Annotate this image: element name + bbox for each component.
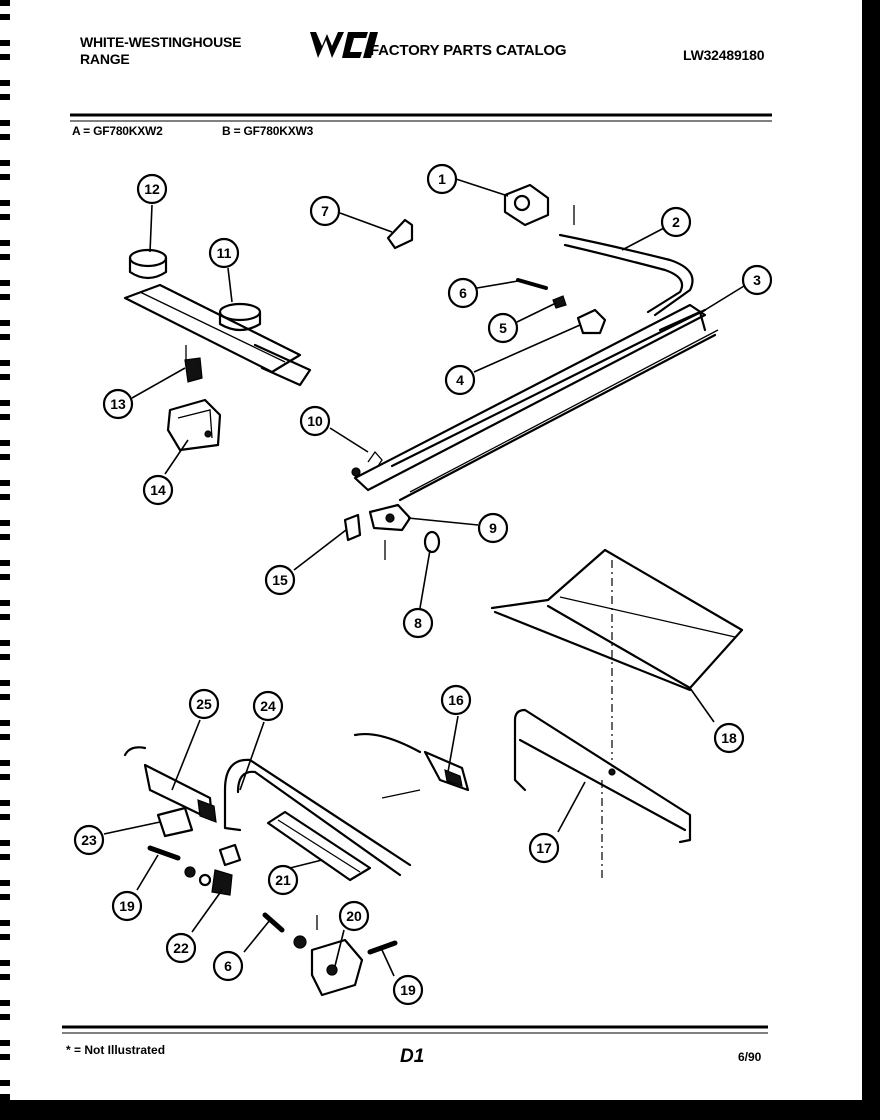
callout-15[interactable]: 15 bbox=[264, 564, 296, 596]
callout-19-label: 19 bbox=[119, 898, 135, 914]
callout-8[interactable]: 8 bbox=[402, 607, 434, 639]
callout-6[interactable]: 6 bbox=[447, 277, 479, 309]
callout-22-label: 22 bbox=[173, 940, 189, 956]
callout-6-label: 6 bbox=[459, 285, 467, 301]
callout-3-label: 3 bbox=[753, 272, 761, 288]
callout-23-label: 23 bbox=[81, 832, 97, 848]
callout-4-label: 4 bbox=[456, 372, 464, 388]
callout-14[interactable]: 14 bbox=[142, 474, 174, 506]
callout-12[interactable]: 12 bbox=[136, 173, 168, 205]
wci-logo bbox=[310, 32, 378, 58]
callout-10[interactable]: 10 bbox=[299, 405, 331, 437]
lower-oven-parts bbox=[123, 746, 412, 997]
callout-22[interactable]: 22 bbox=[165, 932, 197, 964]
callout-5[interactable]: 5 bbox=[487, 312, 519, 344]
callout-18[interactable]: 18 bbox=[713, 722, 745, 754]
callout-3[interactable]: 3 bbox=[741, 264, 773, 296]
oven-burner-assembly bbox=[353, 548, 744, 880]
callout-2[interactable]: 2 bbox=[660, 206, 692, 238]
page-number: D1 bbox=[400, 1046, 425, 1067]
callout-10-label: 10 bbox=[307, 413, 323, 429]
callout-1-label: 1 bbox=[438, 171, 446, 187]
callout-14-label: 14 bbox=[150, 482, 166, 498]
callout-13[interactable]: 13 bbox=[102, 388, 134, 420]
callout-17-label: 17 bbox=[536, 840, 552, 856]
callout-19[interactable]: 19 bbox=[111, 890, 143, 922]
callout-24[interactable]: 24 bbox=[252, 690, 284, 722]
callout-6-lower-label: 6 bbox=[224, 958, 232, 974]
callout-9-label: 9 bbox=[489, 520, 497, 536]
catalog-title: FACTORY PARTS CATALOG bbox=[370, 42, 567, 59]
callout-6-lower[interactable]: 6 bbox=[212, 950, 244, 982]
callout-1[interactable]: 1 bbox=[426, 163, 458, 195]
callout-25-label: 25 bbox=[196, 696, 212, 712]
callout-4[interactable]: 4 bbox=[444, 364, 476, 396]
callout-7-label: 7 bbox=[321, 203, 329, 219]
footnote: * = Not Illustrated bbox=[66, 1043, 166, 1057]
top-burner-assembly bbox=[123, 248, 312, 452]
catalog-code: LW32489180 bbox=[683, 47, 765, 63]
callout-23[interactable]: 23 bbox=[73, 824, 105, 856]
callout-20-label: 20 bbox=[346, 908, 362, 924]
callout-19-lower[interactable]: 19 bbox=[392, 974, 424, 1006]
callout-11-label: 11 bbox=[217, 245, 232, 261]
callout-2-label: 2 bbox=[672, 214, 680, 230]
callout-12-label: 12 bbox=[144, 181, 160, 197]
manifold-assembly bbox=[343, 183, 719, 560]
brand-product: RANGE bbox=[80, 51, 130, 67]
callout-16[interactable]: 16 bbox=[440, 684, 472, 716]
callout-21-label: 21 bbox=[275, 872, 291, 888]
scan-edge-right bbox=[862, 0, 880, 1120]
callout-13-label: 13 bbox=[110, 396, 126, 412]
callout-19-lower-label: 19 bbox=[400, 982, 416, 998]
callout-18-label: 18 bbox=[721, 730, 737, 746]
model-b: B = GF780KXW3 bbox=[222, 124, 314, 138]
callout-17[interactable]: 17 bbox=[528, 832, 560, 864]
callout-20[interactable]: 20 bbox=[338, 900, 370, 932]
callout-9[interactable]: 9 bbox=[477, 512, 509, 544]
leader-lines bbox=[103, 178, 745, 977]
callout-24-label: 24 bbox=[260, 698, 276, 714]
revision-date: 6/90 bbox=[738, 1050, 762, 1064]
brand-name: WHITE-WESTINGHOUSE bbox=[80, 34, 242, 50]
callout-11[interactable]: 11 bbox=[208, 237, 240, 269]
callout-25[interactable]: 25 bbox=[188, 688, 220, 720]
brand-block: WHITE-WESTINGHOUSE RANGE bbox=[80, 34, 241, 68]
exploded-parts-diagram: 1 2 3 4 5 6 7 8 9 10 11 12 13 14 15 16 1… bbox=[62, 32, 773, 1034]
model-a: A = GF780KXW2 bbox=[72, 124, 163, 138]
callout-16-label: 16 bbox=[448, 692, 464, 708]
callout-15-label: 15 bbox=[272, 572, 288, 588]
callout-21[interactable]: 21 bbox=[267, 864, 299, 896]
scan-edge-left bbox=[0, 0, 10, 1120]
scan-edge-bottom bbox=[0, 1100, 880, 1120]
callout-5-label: 5 bbox=[499, 320, 507, 336]
callout-7[interactable]: 7 bbox=[309, 195, 341, 227]
callout-8-label: 8 bbox=[414, 615, 422, 631]
